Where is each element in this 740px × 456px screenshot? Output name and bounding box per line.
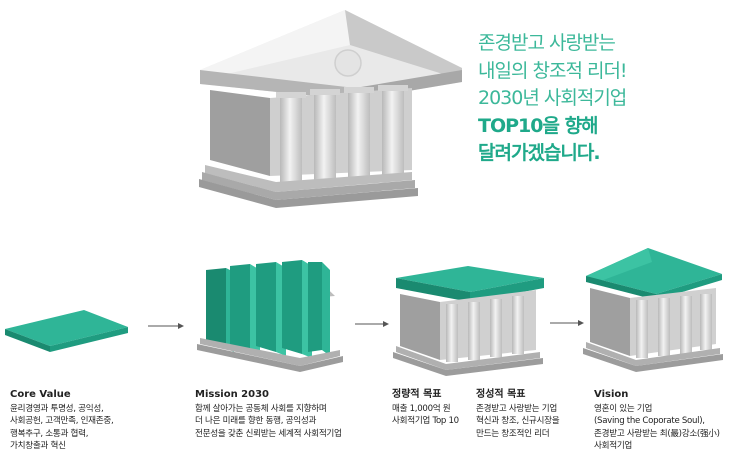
- stage-vision: Vision 영혼이 있는 기업 (Saving the Coporate So…: [594, 389, 720, 453]
- stage-line: 행복추구, 소통과 협력,: [10, 428, 89, 439]
- arrow-1-icon: [148, 323, 184, 329]
- stage-line: 영혼이 있는 기업: [594, 403, 653, 414]
- stage-title: 정량적 목표: [392, 389, 442, 400]
- stage-line: 함께 살아가는 공동체 사회를 지향하며: [195, 403, 327, 414]
- stage-title: Core Value: [10, 389, 71, 400]
- stage-title: Vision: [594, 389, 629, 400]
- headline-line-1: 존경받고 사랑받는: [478, 32, 616, 54]
- vision-temple-icon: [583, 248, 723, 372]
- temple-large-icon: [199, 10, 462, 208]
- goal-temple-icon: [393, 266, 544, 376]
- stage-quantitative-goal: 정량적 목표 매출 1,000억 원 사회적기업 Top 10: [392, 389, 459, 428]
- stage-line: 사회적기업: [594, 441, 633, 451]
- stage-line: 매출 1,000억 원: [392, 403, 451, 414]
- headline-line-5: 달려가겠습니다.: [478, 142, 601, 164]
- stage-line: 전문성을 갖춘 신뢰받는 세계적 사회적기업: [195, 428, 342, 439]
- arrow-2-icon: [355, 321, 389, 327]
- stage-line: 존경받고 사랑받는 최(最)강소(强小): [594, 428, 720, 439]
- stage-core-value: Core Value 윤리경영과 투명성, 공익성, 사회공헌, 고객만족, 인…: [10, 389, 114, 453]
- stage-title: Mission 2030: [195, 389, 270, 400]
- headline: 존경받고 사랑받는 내일의 창조적 리더! 2030년 사회적기업 TOP10을…: [478, 30, 733, 168]
- stage-title: 정성적 목표: [476, 389, 526, 400]
- arrow-3-icon: [550, 320, 584, 326]
- core-value-slab-icon: [5, 310, 128, 352]
- stage-line: 윤리경영과 투명성, 공익성,: [10, 403, 104, 414]
- stage-line: 사회공헌, 고객만족, 인재존중,: [10, 416, 114, 426]
- stage-qualitative-goal: 정성적 목표 존경받고 사랑받는 기업 혁신과 창조, 신규시장을 만드는 창조…: [476, 389, 560, 440]
- stage-line: 만드는 창조적인 리더: [476, 428, 550, 439]
- stage-line: 더 나은 미래를 향한 동행, 공익성과: [195, 416, 317, 426]
- stage-line: 존경받고 사랑받는 기업: [476, 403, 557, 414]
- mission-columns-icon: [197, 260, 343, 372]
- stage-line: 사회적기업 Top 10: [392, 416, 459, 426]
- headline-line-4: TOP10을 향해: [478, 114, 599, 137]
- headline-line-2: 내일의 창조적 리더!: [478, 59, 628, 82]
- stage-mission: Mission 2030 함께 살아가는 공동체 사회를 지향하며 더 나은 미…: [195, 389, 342, 440]
- stage-line: (Saving the Coporate Soul),: [594, 416, 705, 426]
- stage-line: 가치창출과 혁신: [10, 441, 66, 451]
- headline-line-3: 2030년 사회적기업: [478, 87, 627, 109]
- stage-line: 혁신과 창조, 신규시장을: [476, 416, 560, 426]
